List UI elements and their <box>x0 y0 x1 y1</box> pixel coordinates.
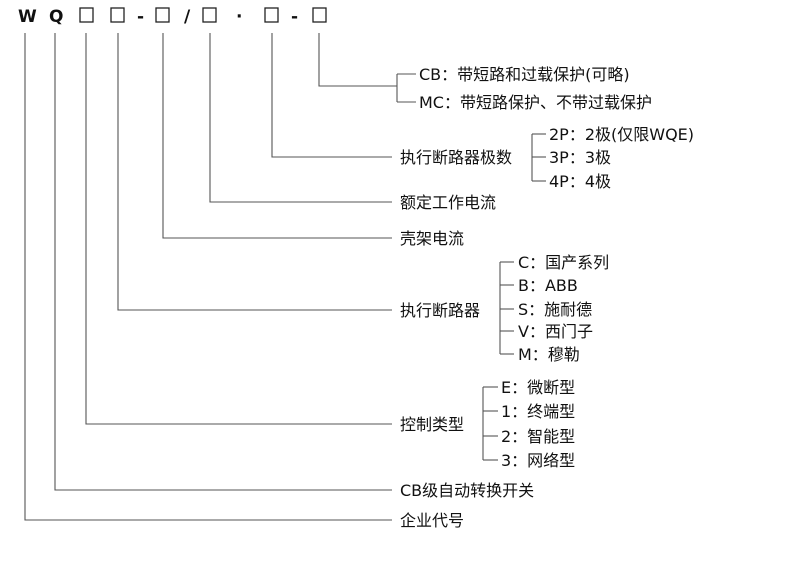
code-box-rated-current <box>202 7 217 23</box>
label-2p: 2P：2极(仅限WQE) <box>549 125 694 144</box>
leader-option <box>318 33 397 87</box>
leader-frame-current <box>162 33 392 239</box>
leader-rated-current <box>209 33 392 203</box>
label-breaker-b: B：ABB <box>518 276 578 295</box>
code-dash-2: - <box>291 7 298 27</box>
label-3p: 3P：3极 <box>549 148 611 167</box>
code-slash: / <box>184 7 191 27</box>
label-breaker-v: V：西门子 <box>518 322 593 341</box>
label-breaker-s: S：施耐德 <box>518 300 592 319</box>
label-control-title: 控制类型 <box>400 415 464 434</box>
code-dash-1: - <box>137 7 144 27</box>
code-box-poles <box>264 7 279 23</box>
code-letter-w: W <box>18 7 37 27</box>
label-breaker-c: C：国产系列 <box>518 253 609 272</box>
label-control-2: 2：智能型 <box>501 427 575 446</box>
code-box-breaker <box>110 7 125 23</box>
label-control-1: 1：终端型 <box>501 402 575 421</box>
leader-poles <box>271 33 392 158</box>
leader-company-code <box>24 33 392 521</box>
label-poles-title: 执行断路器极数 <box>400 148 512 167</box>
leader-cb-switch <box>54 33 392 491</box>
label-4p: 4P：4极 <box>549 172 611 191</box>
code-box-option <box>312 7 327 23</box>
label-control-e: E：微断型 <box>501 378 575 397</box>
leader-control-type <box>85 33 392 425</box>
label-cb-switch: CB级自动转换开关 <box>400 481 534 500</box>
code-letter-q: Q <box>49 7 63 27</box>
code-box-control-type <box>79 7 94 23</box>
label-mc: MC：带短路保护、不带过载保护 <box>419 93 652 112</box>
label-breaker-title: 执行断路器 <box>400 301 480 320</box>
label-frame-current: 壳架电流 <box>400 229 464 248</box>
label-company-code: 企业代号 <box>400 511 464 530</box>
leader-breaker <box>117 33 392 311</box>
label-breaker-m: M：穆勒 <box>518 345 580 364</box>
code-box-frame-current <box>155 7 170 23</box>
code-dot: · <box>236 7 242 27</box>
label-control-3: 3：网络型 <box>501 451 575 470</box>
label-cb: CB：带短路和过载保护(可略) <box>419 65 630 84</box>
label-rated-current: 额定工作电流 <box>400 193 496 212</box>
